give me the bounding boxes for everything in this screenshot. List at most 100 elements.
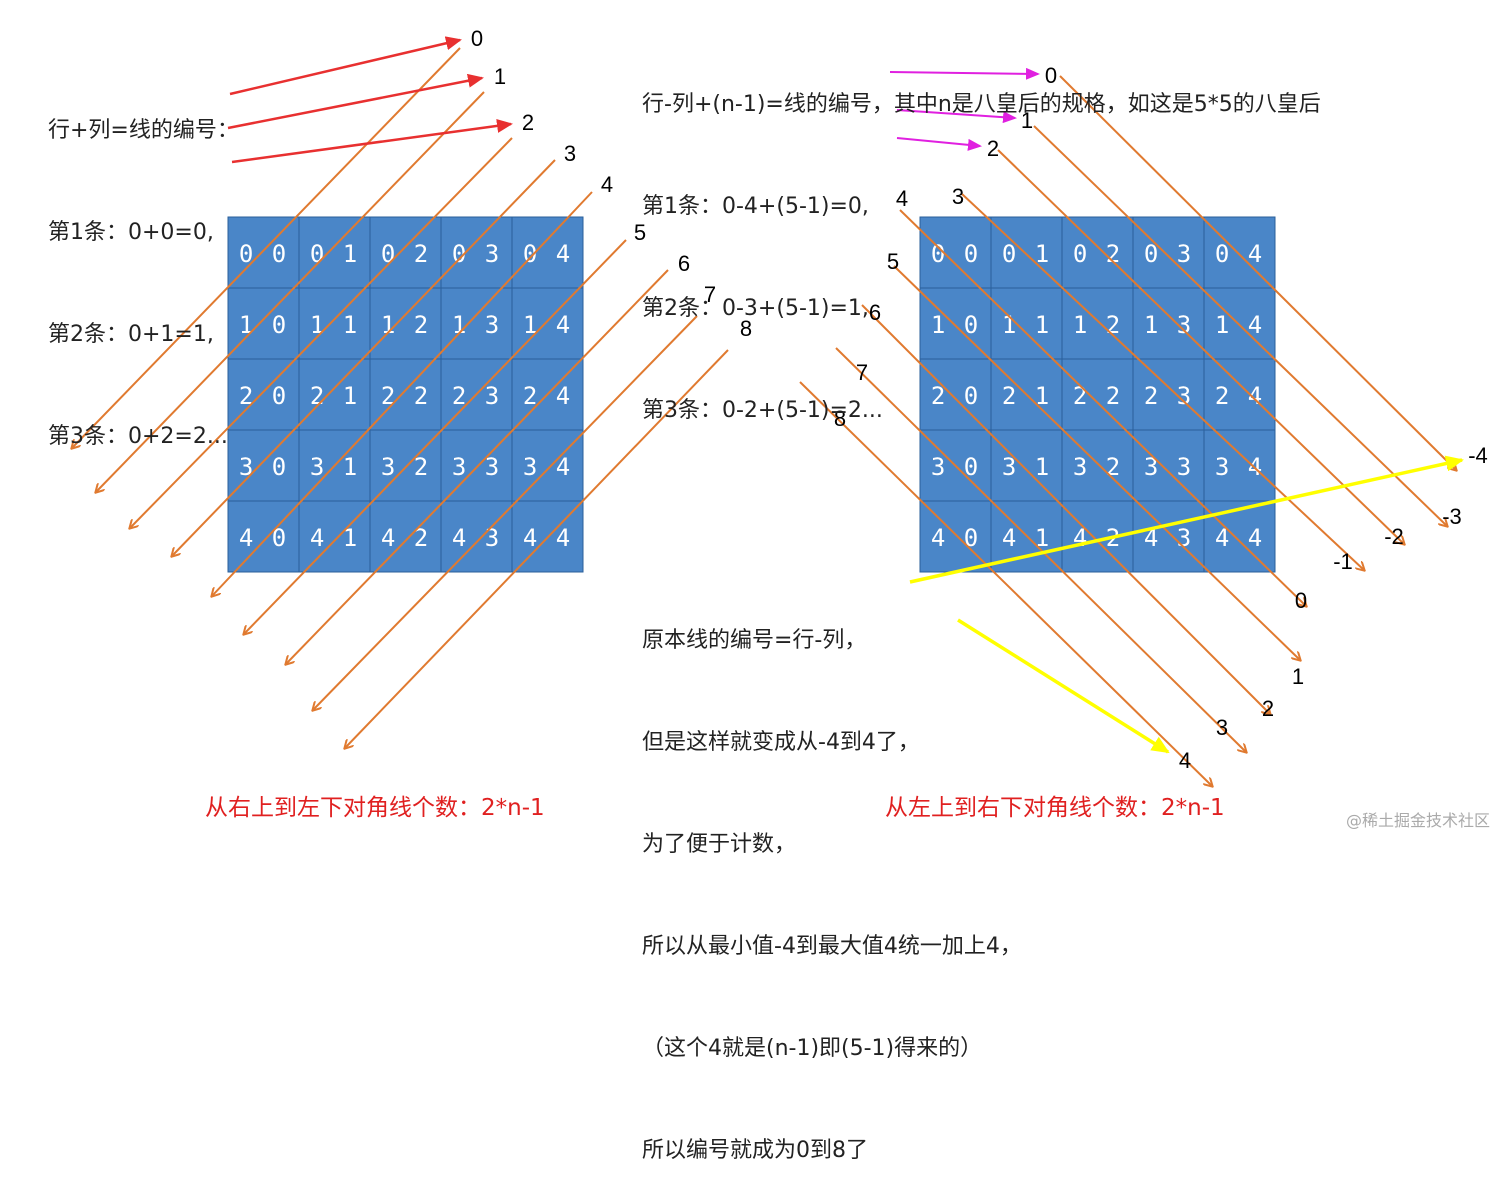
right-grid-cell-3-4	[1203, 429, 1276, 502]
left-grid-cell-label-0-4: 0 4	[523, 240, 572, 268]
right-line-start-label-7: 7	[856, 360, 868, 385]
left-diagonal-8	[345, 349, 729, 748]
right-grid-cell-label-3-0: 3 0	[931, 453, 980, 481]
left-grid-cell-0-1	[298, 216, 371, 289]
left-line-label-6: 6	[678, 251, 690, 276]
left-diagonals	[72, 47, 729, 748]
right-line-end-label-1: -3	[1442, 504, 1462, 529]
right-note-line-3: 第2条：0-3+(5-1)=1,	[642, 296, 869, 321]
right-grid-cell-label-2-0: 2 0	[931, 382, 980, 410]
right-note-line-2: 第1条：0-4+(5-1)=0,	[642, 194, 869, 219]
left-grid-cell-label-0-3: 0 3	[452, 240, 501, 268]
left-diagonal-3	[172, 159, 556, 556]
left-grid-cell-4-1	[298, 500, 371, 573]
left-note-line-2: 第1条：0+0=0,	[48, 220, 214, 245]
left-grid-cell-label-3-2: 3 2	[381, 453, 430, 481]
right-diagonal-5	[893, 265, 1300, 660]
yellow-arrow-min	[909, 455, 1464, 584]
bottom-note-line-3: 为了便于计数，	[642, 832, 797, 857]
left-grid-cell-1-3	[440, 287, 513, 360]
left-line-label-5: 5	[634, 220, 646, 245]
right-diagonal-1	[1033, 125, 1447, 526]
red-arrows	[227, 36, 513, 164]
right-grid-cell-label-4-4: 4 4	[1215, 524, 1264, 552]
red-arrow-1	[227, 73, 484, 130]
right-grid-cell-label-4-0: 4 0	[931, 524, 980, 552]
right-grid-cell-label-2-1: 2 1	[1002, 382, 1051, 410]
left-line-label-1: 1	[494, 64, 506, 89]
left-line-label-8: 8	[740, 316, 752, 341]
bottom-note-line-5: （这个4就是(n-1)即(5-1)得来的）	[642, 1036, 983, 1061]
right-grid-cell-4-0	[919, 500, 992, 573]
left-diagonal-6	[286, 269, 669, 664]
right-line-start-label-6: 6	[869, 300, 881, 325]
watermark: @稀土掘金技术社区	[1345, 811, 1490, 830]
left-grid-cell-label-1-0: 1 0	[239, 311, 288, 339]
right-line-start-label-4: 4	[896, 186, 908, 211]
right-note: 行-列+(n-1)=线的编号，其中n是八皇后的规格，如这是5*5的八皇后 第1条…	[642, 20, 1321, 462]
left-grid-cell-4-0	[227, 500, 300, 573]
left-grid-cell-label-3-4: 3 4	[523, 453, 572, 481]
right-grid-cell-label-2-4: 2 4	[1215, 382, 1264, 410]
right-grid-cell-label-3-2: 3 2	[1073, 453, 1122, 481]
right-grid-cell-0-2	[1061, 216, 1134, 289]
right-diagonal-6	[861, 304, 1270, 714]
right-diagonal-8	[799, 381, 1212, 786]
magenta-arrow-1	[896, 109, 1017, 124]
left-grid-cell-label-3-3: 3 3	[452, 453, 501, 481]
left-grid-cell-4-3	[440, 500, 513, 573]
right-grid-cell-label-3-3: 3 3	[1144, 453, 1193, 481]
right-line-start-label-2: 2	[987, 136, 999, 161]
right-grid-cell-1-3	[1132, 287, 1205, 360]
left-grid-cell-4-2	[369, 500, 442, 573]
red-arrow-0	[229, 36, 462, 96]
right-grid-cell-label-4-1: 4 1	[1002, 524, 1051, 552]
bottom-note-line-1: 原本线的编号=行-列，	[642, 628, 867, 653]
left-line-label-0: 0	[471, 26, 483, 51]
left-grid-cell-label-2-3: 2 3	[452, 382, 501, 410]
left-diagonal-5	[244, 239, 627, 634]
right-line-end-label-3: -1	[1333, 549, 1353, 574]
bottom-note-line-6: 所以编号就成为0到8了	[642, 1138, 868, 1163]
right-grid-cell-4-3	[1132, 500, 1205, 573]
right-note-line-4: 第3条：0-2+(5-1)=2...	[642, 398, 883, 423]
right-line-start-label-8: 8	[834, 406, 846, 431]
magenta-arrows	[889, 67, 1040, 151]
left-grid-cell-label-0-0: 0 0	[239, 240, 288, 268]
right-grid-cell-1-1	[990, 287, 1063, 360]
right-diagonal-0	[1059, 75, 1456, 470]
left-grid-cell-label-4-2: 4 2	[381, 524, 430, 552]
left-grid-cell-label-1-1: 1 1	[310, 311, 359, 339]
right-line-end-label-5: 1	[1292, 664, 1304, 689]
right-grid-cell-2-0	[919, 358, 992, 431]
red-arrow-2	[231, 118, 513, 164]
left-line-label-3: 3	[564, 141, 576, 166]
left-grid-cell-label-2-4: 2 4	[523, 382, 572, 410]
right-diagonals	[799, 75, 1456, 786]
left-grid-cell-label-4-1: 4 1	[310, 524, 359, 552]
right-line-end-label-4: 0	[1295, 588, 1307, 613]
left-note-line-1: 行+列=线的编号：	[48, 118, 239, 143]
right-diagonal-7	[835, 347, 1246, 752]
right-line-start-label-5: 5	[887, 249, 899, 274]
left-note-line-3: 第2条：0+1=1,	[48, 322, 214, 347]
left-note: 行+列=线的编号： 第1条：0+0=0, 第2条：0+1=1, 第3条：0+2=…	[48, 46, 239, 488]
left-caption: 从右上到左下对角线个数：2*n-1	[205, 795, 545, 821]
right-diagonal-4	[899, 209, 1306, 606]
left-grid-cell-label-2-0: 2 0	[239, 382, 288, 410]
right-diagonal-2	[997, 149, 1404, 544]
left-diagonal-7	[313, 315, 698, 710]
yellow-arrow-max	[957, 618, 1170, 754]
magenta-arrow-2	[896, 137, 982, 151]
magenta-arrow-0	[889, 67, 1040, 80]
yellow-arrows	[909, 455, 1464, 754]
right-grid-cell-0-3	[1132, 216, 1205, 289]
right-diagonal-3	[961, 193, 1364, 570]
left-grid-cell-label-4-0: 4 0	[239, 524, 288, 552]
right-line-start-label-0: 0	[1045, 63, 1057, 88]
left-line-label-7: 7	[704, 282, 716, 307]
left-grid-cell-label-2-2: 2 2	[381, 382, 430, 410]
right-line-end-label-0: -4	[1468, 443, 1488, 468]
